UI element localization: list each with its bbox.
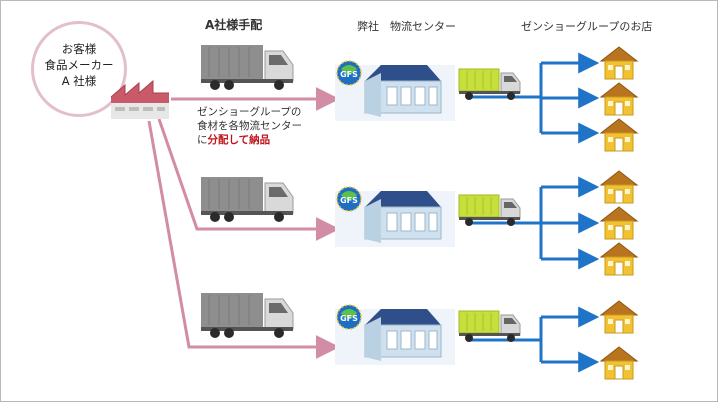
- distribution-row-2: [471, 176, 600, 270]
- note-text: ゼンショーグループの 食材を各物流センター に分配して納品: [197, 105, 302, 147]
- note-highlight: 分配して納品: [207, 134, 271, 146]
- note-prefix: に: [197, 134, 208, 146]
- logistics-center-icon: GFS: [335, 60, 455, 121]
- gfs-logo-text: GFS: [340, 196, 358, 205]
- distribution-row-1: [471, 52, 600, 144]
- header-center: 弊社 物流センター: [357, 20, 456, 33]
- logistics-center-icon: GFS: [335, 304, 455, 365]
- green-truck-icon: [458, 310, 521, 342]
- header-shops: ゼンショーグループのお店: [521, 20, 653, 33]
- distribution-row-3: [471, 306, 600, 373]
- gray-truck-icon: [201, 177, 294, 222]
- note-line: ゼンショーグループの: [197, 106, 302, 118]
- shop-icon: [599, 346, 639, 380]
- shop-icon: [599, 242, 639, 276]
- gfs-logo-text: GFS: [340, 314, 358, 323]
- client-line: お客様: [61, 42, 97, 56]
- shop-icon: [599, 170, 639, 204]
- shop-icon: [599, 206, 639, 240]
- shop-icon: [599, 46, 639, 80]
- green-truck-icon: [458, 194, 521, 226]
- client-line: 食品メーカー: [44, 58, 114, 72]
- shop-icon: [599, 300, 639, 334]
- note-line: 食材を各物流センター: [197, 120, 302, 132]
- client-line: A 社様: [61, 74, 97, 88]
- gray-truck-icon: [201, 45, 294, 90]
- logistics-center-icon: GFS: [335, 186, 455, 247]
- green-truck-icon: [458, 68, 521, 100]
- shop-icon: [599, 82, 639, 116]
- client-label: お客様 食品メーカー A 社様: [39, 41, 119, 89]
- gray-truck-icon: [201, 293, 294, 338]
- factory-icon: [110, 79, 169, 119]
- shop-icon: [599, 118, 639, 152]
- flow-line-2: [157, 118, 340, 241]
- flow-line-3: [147, 120, 340, 359]
- gfs-logo-text: GFS: [340, 70, 358, 79]
- header-a-company: A社様手配: [205, 18, 263, 32]
- note-line: に分配して納品: [197, 133, 302, 147]
